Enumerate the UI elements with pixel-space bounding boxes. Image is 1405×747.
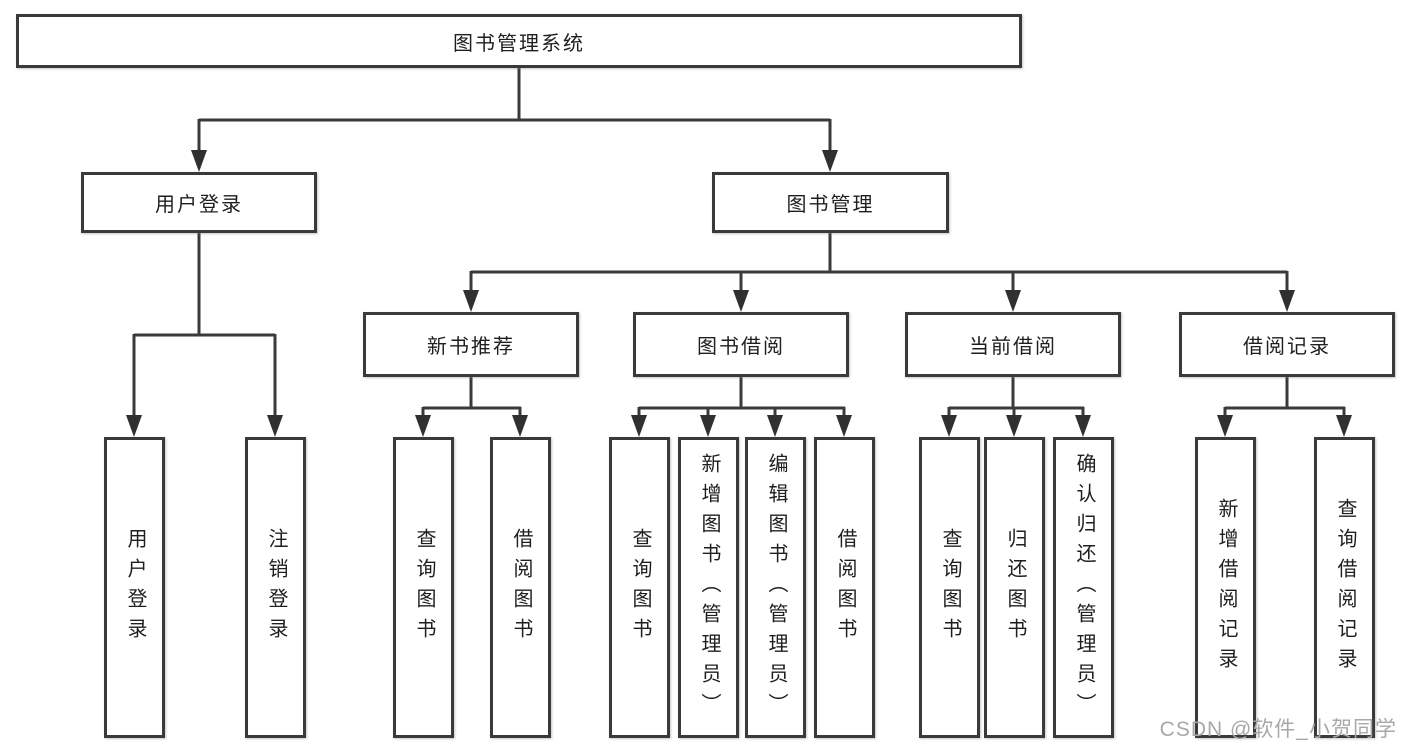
node-book-borrowing: 图书借阅 (633, 312, 849, 377)
leaf-return-books: 归还图书 (984, 437, 1045, 738)
node-new-book-recommend-label: 新书推荐 (427, 336, 515, 358)
leaf-query-borrow-record: 查询借阅记录 (1314, 437, 1375, 738)
leaf-confirm-return-admin: 确认归还（管理员） (1053, 437, 1114, 738)
leaf-borrow-books-label: 借阅图书 (834, 527, 856, 648)
node-borrowing-records-label: 借阅记录 (1243, 336, 1331, 358)
leaf-query-books-recommend-label: 查询图书 (413, 527, 435, 648)
node-current-borrowing: 当前借阅 (905, 312, 1121, 377)
leaf-borrow-books-recommend-label: 借阅图书 (510, 527, 532, 648)
leaf-add-borrow-record-label: 新增借阅记录 (1215, 497, 1237, 678)
leaf-edit-books-admin: 编辑图书（管理员） (745, 437, 806, 738)
node-new-book-recommend: 新书推荐 (363, 312, 579, 377)
leaf-logout: 注销登录 (245, 437, 306, 738)
node-book-management: 图书管理 (712, 172, 949, 233)
leaf-logout-label: 注销登录 (265, 527, 287, 648)
leaf-user-login-label: 用户登录 (124, 527, 146, 648)
leaf-user-login: 用户登录 (104, 437, 165, 738)
leaf-add-books-admin-label: 新增图书（管理员） (698, 452, 720, 723)
leaf-add-books-admin: 新增图书（管理员） (678, 437, 739, 738)
node-root-label: 图书管理系统 (453, 32, 585, 55)
node-user-login: 用户登录 (81, 172, 317, 233)
leaf-borrow-books-recommend: 借阅图书 (490, 437, 551, 738)
node-root: 图书管理系统 (16, 14, 1022, 68)
node-user-login-label: 用户登录 (155, 194, 243, 216)
leaf-return-books-label: 归还图书 (1004, 527, 1026, 648)
leaf-add-borrow-record: 新增借阅记录 (1195, 437, 1256, 738)
leaf-borrow-books: 借阅图书 (814, 437, 875, 738)
leaf-query-books-current: 查询图书 (919, 437, 980, 738)
node-current-borrowing-label: 当前借阅 (969, 336, 1057, 358)
node-book-borrowing-label: 图书借阅 (697, 336, 785, 358)
node-book-management-label: 图书管理 (786, 194, 875, 216)
leaf-confirm-return-admin-label: 确认归还（管理员） (1073, 452, 1095, 723)
csdn-watermark: CSDN @软件_小贺同学 (1159, 718, 1397, 741)
leaf-query-borrow-record-label: 查询借阅记录 (1334, 497, 1356, 678)
leaf-query-books-borrowing: 查询图书 (609, 437, 670, 738)
leaf-query-books-borrowing-label: 查询图书 (629, 527, 651, 648)
leaf-query-books-current-label: 查询图书 (939, 527, 961, 648)
node-borrowing-records: 借阅记录 (1179, 312, 1395, 377)
leaf-query-books-recommend: 查询图书 (393, 437, 454, 738)
leaf-edit-books-admin-label: 编辑图书（管理员） (765, 452, 787, 723)
